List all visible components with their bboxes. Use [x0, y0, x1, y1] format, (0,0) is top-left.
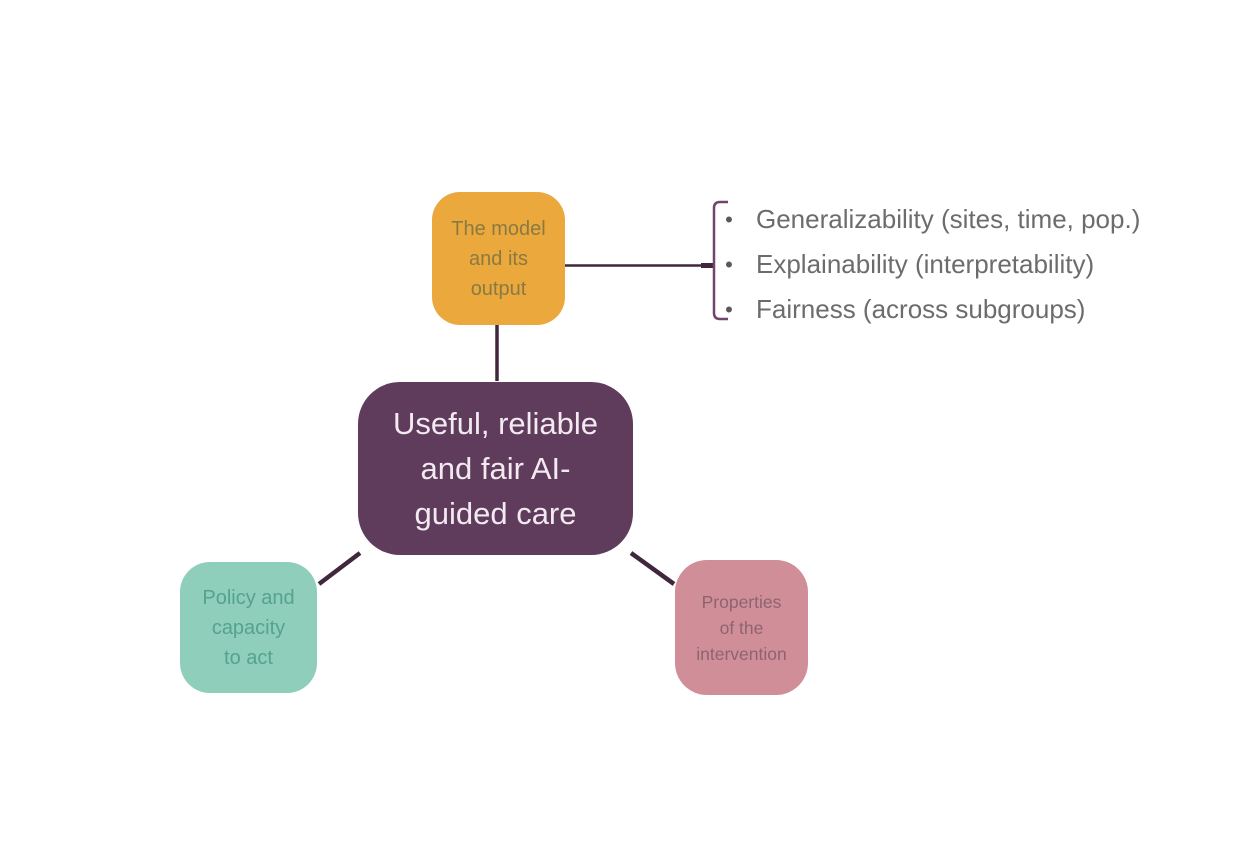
node-intervention-line-2: of the	[719, 617, 764, 638]
node-model-output: The model and its output	[432, 192, 565, 325]
node-policy-line-3: to act	[224, 646, 273, 669]
node-policy-line-2: capacity	[211, 616, 286, 639]
node-policy-capacity: Policy and capacity to act	[180, 562, 317, 693]
connector-central-to-policy	[317, 551, 362, 586]
bullet-label: Explainability (interpretability)	[756, 249, 1095, 279]
bullet-label: Generalizability (sites, time, pop.)	[756, 204, 1141, 234]
node-central-line-3: guided care	[414, 496, 577, 531]
node-intervention-line-3: intervention	[696, 643, 787, 664]
node-model-line-3: output	[470, 277, 527, 300]
bullet-icon: •	[725, 251, 733, 277]
connector-central-to-intervention	[629, 551, 676, 586]
node-intervention-properties: Properties of the intervention	[675, 560, 808, 695]
bullet-list: • Generalizability (sites, time, pop.) •…	[722, 197, 1140, 332]
node-central-line-2: and fair AI-	[420, 451, 571, 486]
node-model-line-2: and its	[469, 247, 528, 270]
node-central-goal: Useful, reliable and fair AI- guided car…	[358, 382, 633, 555]
bullet-label: Fairness (across subgroups)	[756, 294, 1086, 324]
bullet-icon: •	[725, 296, 733, 322]
bullet-item-explainability: • Explainability (interpretability)	[722, 242, 1140, 287]
bullet-icon: •	[725, 206, 733, 232]
node-intervention-line-1: Properties	[701, 591, 782, 612]
bullet-item-generalizability: • Generalizability (sites, time, pop.)	[722, 197, 1140, 242]
node-policy-line-1: Policy and	[202, 586, 295, 609]
node-central-line-1: Useful, reliable	[392, 406, 599, 441]
bullet-item-fairness: • Fairness (across subgroups)	[722, 287, 1140, 332]
node-model-line-1: The model	[451, 217, 546, 240]
